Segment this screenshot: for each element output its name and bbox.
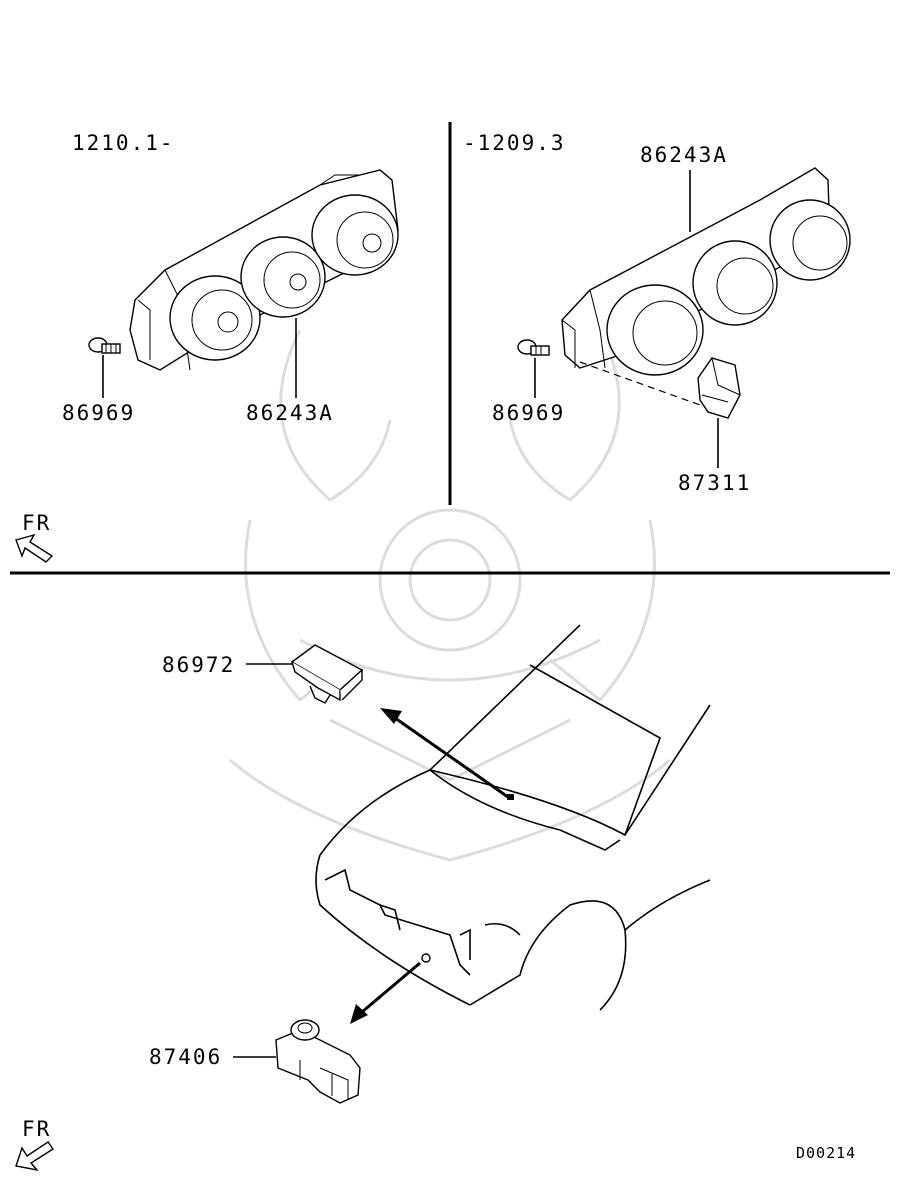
left-climate-control-panel [129,169,399,371]
arrow-shaft-86972 [394,716,509,799]
part-86972-sensor-cover [290,644,364,704]
arrow-head-87406-icon [350,1004,368,1024]
right-range-label: -1209.3 [463,131,566,155]
left-screw-86969 [88,337,121,354]
direction-label-top: FR [22,511,51,535]
part-87406-ambient-sensor [275,1019,361,1104]
right-climate-control-panel [561,167,851,376]
direction-label-bottom: FR [22,1117,51,1141]
fr-arrow-top-icon [15,533,54,563]
vehicle-front-outline [315,624,711,1011]
right-callout-86969: 86969 [492,401,565,425]
arrow-shaft-87406 [361,961,421,1014]
right-screw-86969 [517,339,550,356]
hood-sensor-spot [507,794,514,800]
sensor-mount-dashed-line [579,361,701,406]
left-range-label: 1210.1- [72,131,175,155]
diagram-code: D00214 [796,1144,856,1162]
callout-86972: 86972 [162,653,235,677]
right-sensor-87311 [697,357,741,419]
arrow-head-86972-icon [380,708,402,724]
fr-arrow-bottom-icon [15,1141,54,1172]
left-callout-86243A: 86243A [246,401,334,425]
left-callout-86969: 86969 [62,401,135,425]
right-callout-87311: 87311 [678,471,751,495]
watermark-emblem [229,329,671,862]
callout-87406: 87406 [149,1045,222,1069]
right-callout-86243A: 86243A [640,143,728,167]
